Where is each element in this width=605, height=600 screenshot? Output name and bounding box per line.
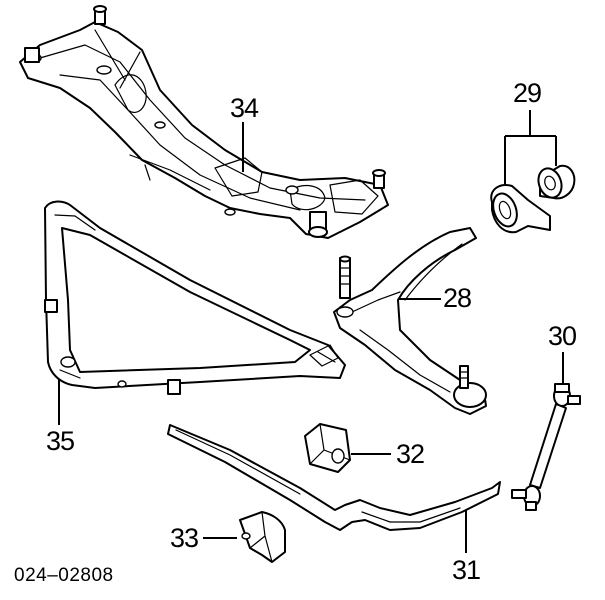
stabilizer-bar-31: [167, 424, 501, 531]
subframe-34: [19, 5, 389, 239]
stabilizer-link-30: [511, 383, 581, 511]
brace-35: [44, 200, 346, 395]
clamp-33: [239, 511, 286, 563]
callout-32: 32: [396, 439, 425, 469]
callout-34: 34: [230, 93, 259, 123]
callout-28: 28: [443, 283, 472, 313]
callout-31: 31: [452, 555, 481, 585]
leader-lines: [58, 122, 564, 553]
callout-35: 35: [46, 426, 75, 456]
callout-29: 29: [513, 78, 542, 108]
callout-33: 33: [170, 523, 199, 553]
bushings-29: [490, 110, 576, 234]
callout-30: 30: [548, 321, 577, 351]
control-arm-28: [333, 227, 487, 415]
bushing-32: [304, 423, 351, 473]
reference-code: 024–02808: [14, 565, 114, 586]
